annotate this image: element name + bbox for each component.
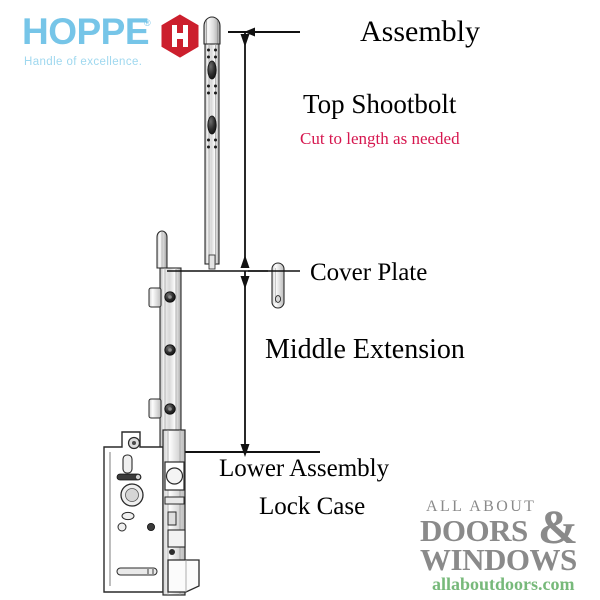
hoppe-wordmark: HOPPE <box>22 11 150 52</box>
watermark-line-doors: DOORS <box>420 513 528 548</box>
hoppe-tagline: Handle of excellence. <box>24 56 143 68</box>
label-cover-plate: Cover Plate <box>310 259 428 286</box>
dimension-top-shootbolt <box>228 27 300 268</box>
label-cut-to-length-note: Cut to length as needed <box>300 129 460 148</box>
watermark-line-all-about: ALL ABOUT <box>426 498 537 515</box>
watermark-line-windows: WINDOWS <box>420 542 577 577</box>
dimension-middle-extension <box>167 270 320 457</box>
hoppe-hexagon-icon <box>161 14 199 58</box>
watermark-url: allaboutdoors.com <box>432 574 575 594</box>
part-lower-assembly-lock-case <box>103 429 200 596</box>
allaboutdoors-watermark: ALL ABOUT & DOORS WINDOWS allaboutdoors.… <box>420 498 592 594</box>
watermark-ampersand: & <box>538 501 578 554</box>
label-lower-assembly: Lower Assembly <box>219 455 390 482</box>
hoppe-logo: HOPPE ® Handle of excellence. <box>22 11 199 74</box>
part-top-shootbolt <box>203 16 221 270</box>
label-top-shootbolt: Top Shootbolt <box>303 89 457 119</box>
label-lock-case: Lock Case <box>259 493 366 520</box>
label-assembly-title: Assembly <box>360 15 480 48</box>
part-cover-plate <box>248 262 285 309</box>
registered-trademark-icon: ® <box>144 18 151 28</box>
label-middle-extension: Middle Extension <box>265 334 465 365</box>
